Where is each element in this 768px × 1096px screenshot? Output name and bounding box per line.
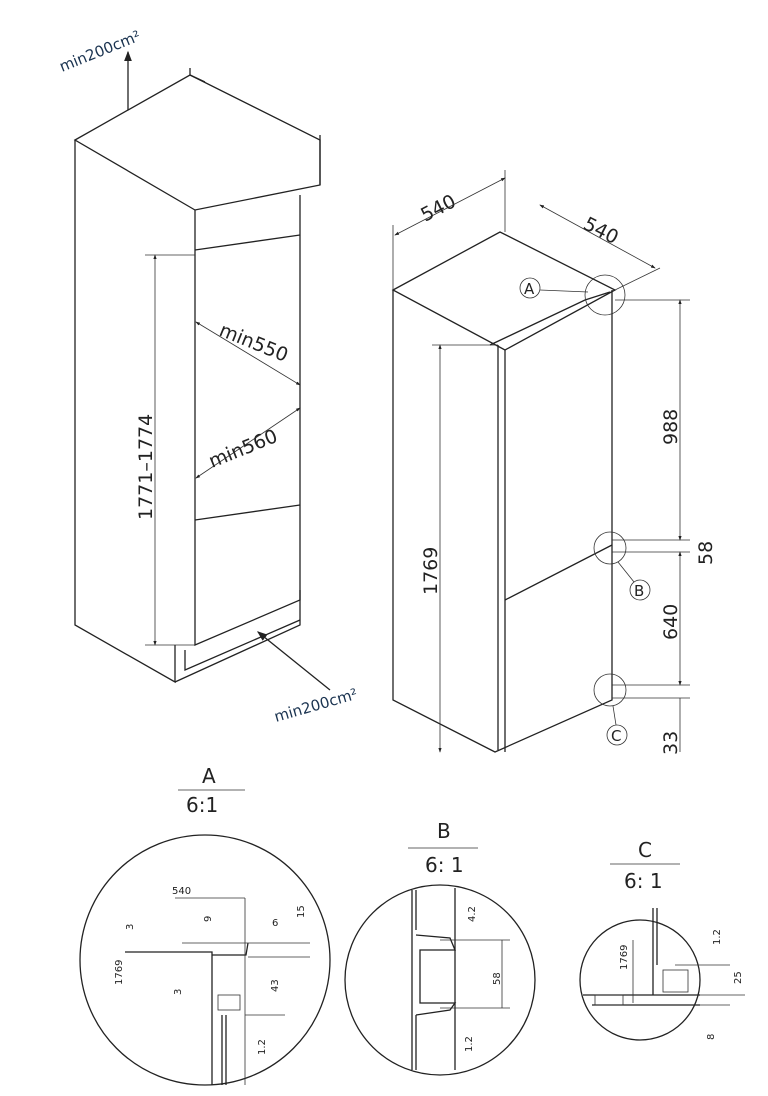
- height-label: 1769: [420, 547, 442, 595]
- detail-c-dim: 25: [733, 971, 744, 984]
- detail-a-dim: 3: [125, 924, 136, 930]
- vent-bottom-label: min200cm²: [272, 685, 359, 726]
- detail-b-dim: 4.2: [467, 906, 478, 922]
- detail-a-dim: 9: [203, 916, 214, 922]
- gap-label: 58: [695, 541, 717, 565]
- bottom-label: 33: [660, 731, 682, 755]
- callout-circle-c: [593, 673, 627, 707]
- cabinet-niche-drawing: min200cm² 1771–1774 min550 min560 min200…: [57, 27, 360, 726]
- detail-a-dim: 6: [272, 918, 278, 929]
- detail-a: A 6:1 540 9 6 15 3 1769 3 43 1.2: [79, 764, 331, 1086]
- callout-circle-a: [584, 274, 626, 316]
- appliance-drawing: 540 540 1769 988 58 640 33 A B C: [391, 170, 717, 755]
- vent-top-label: min200cm²: [57, 27, 143, 76]
- detail-a-label: A: [202, 764, 216, 788]
- detail-b: B 6: 1 4.2 58 1.2: [344, 819, 536, 1076]
- detail-b-dim: 58: [492, 972, 503, 985]
- detail-c-scale: 6: 1: [624, 869, 663, 893]
- lower-door-label: 640: [660, 604, 682, 640]
- detail-b-label: B: [437, 819, 451, 843]
- callout-circle-b: [593, 531, 627, 565]
- detail-c-dim: 1769: [619, 945, 630, 970]
- upper-door-label: 988: [660, 409, 682, 445]
- min-depth-lower-label: min560: [206, 425, 281, 472]
- callout-b: B: [634, 582, 644, 600]
- detail-a-dim: 540: [172, 886, 191, 897]
- detail-a-dim: 15: [296, 905, 307, 918]
- detail-b-dim: 1.2: [464, 1036, 475, 1052]
- callout-a: A: [524, 280, 535, 298]
- detail-a-dim: 43: [270, 979, 281, 992]
- min-depth-upper-label: min550: [216, 319, 291, 366]
- detail-c-dim: 1.2: [712, 929, 723, 945]
- vent-bottom-arrow-icon: [256, 631, 331, 691]
- detail-a-scale: 6:1: [186, 793, 218, 817]
- cabinet-height-label: 1771–1774: [135, 414, 157, 520]
- detail-a-dim: 3: [173, 989, 184, 995]
- detail-a-dim: 1.2: [257, 1039, 268, 1055]
- detail-c-dim: 8: [706, 1034, 717, 1040]
- detail-b-scale: 6: 1: [425, 853, 464, 877]
- width-label: 540: [417, 190, 459, 226]
- detail-a-dim: 1769: [114, 960, 125, 985]
- detail-c-label: C: [638, 838, 652, 862]
- depth-label: 540: [580, 213, 622, 249]
- detail-c: C 6: 1 1.2 1769 25 8: [579, 838, 745, 1041]
- callout-c: C: [611, 727, 621, 745]
